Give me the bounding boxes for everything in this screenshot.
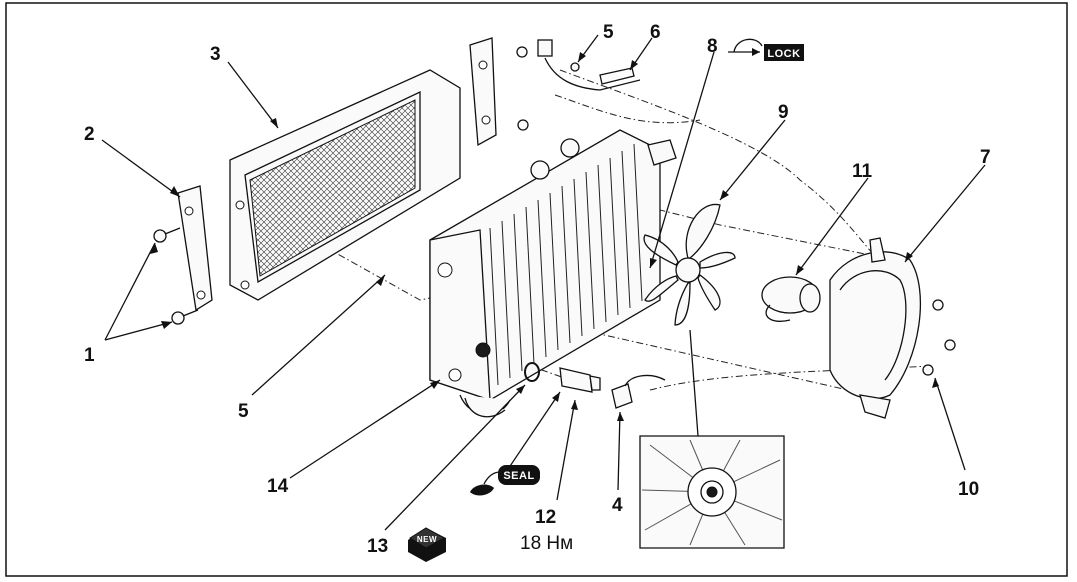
callout-5-left: 5 <box>238 401 249 422</box>
upper-mount-bracket <box>469 37 529 147</box>
callout-11: 11 <box>852 161 873 182</box>
callout-2: 2 <box>84 124 95 145</box>
wire-connector-assembly <box>537 39 641 91</box>
o-ring <box>524 362 540 382</box>
lock-symbol-icon: LOCK <box>728 38 804 61</box>
diagram-frame <box>5 2 1068 577</box>
seal-badge-label: SEAL <box>503 470 534 482</box>
callout-13: 13 <box>367 536 388 557</box>
callout-leader-lines <box>101 34 986 531</box>
lock-badge-label: LOCK <box>767 48 800 60</box>
callout-8: 8 <box>707 36 718 57</box>
callout-1: 1 <box>84 345 95 366</box>
new-badge-label: NEW <box>417 535 437 544</box>
radiator-core <box>429 129 677 416</box>
callout-6: 6 <box>650 22 661 43</box>
mounting-bolts <box>153 227 199 325</box>
cooling-fan-blades <box>643 203 736 326</box>
side-bracket-plate <box>177 185 213 312</box>
seal-tube-icon: SEAL <box>470 465 540 496</box>
callout-numbers: 1 2 3 4 5 5 6 7 8 9 11 10 12 18 Нм 13 14 <box>84 22 991 557</box>
callout-5-top: 5 <box>603 22 614 43</box>
fan-shroud <box>829 237 956 419</box>
callout-7: 7 <box>980 147 991 168</box>
fan-hub-detail-inset <box>639 329 785 549</box>
new-part-icon: NEW <box>408 527 446 562</box>
callout-12: 12 <box>535 507 556 528</box>
fan-switch-connector <box>611 374 666 409</box>
callout-3: 3 <box>210 44 221 65</box>
callout-9: 9 <box>778 102 789 123</box>
thermo-switch <box>559 367 601 393</box>
callout-14: 14 <box>267 476 289 497</box>
lower-hose-outlet <box>464 397 506 418</box>
callout-10: 10 <box>958 479 979 500</box>
radiator-grille-shroud <box>229 69 461 301</box>
callout-4: 4 <box>612 495 623 516</box>
torque-spec: 18 Нм <box>520 533 573 554</box>
fan-motor <box>761 276 821 322</box>
